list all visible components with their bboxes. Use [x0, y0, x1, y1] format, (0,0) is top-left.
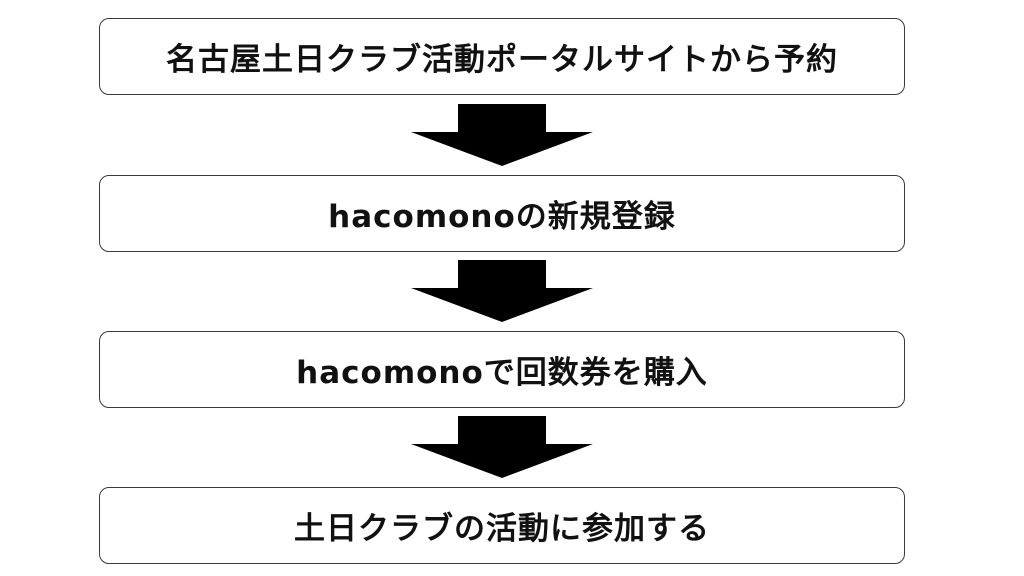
step-label: hacomonoの新規登録 [328, 199, 676, 235]
step-box-reserve: 名古屋土日クラブ活動ポータルサイトから予約 [99, 18, 905, 95]
down-arrow-icon [411, 104, 593, 166]
down-arrow-icon [411, 416, 593, 478]
step-label: hacomonoで回数券を購入 [296, 355, 708, 391]
step-label: 名古屋土日クラブ活動ポータルサイトから予約 [166, 42, 838, 78]
step-box-participate: 土日クラブの活動に参加する [99, 487, 905, 564]
step-box-purchase: hacomonoで回数券を購入 [99, 331, 905, 408]
step-label: 土日クラブの活動に参加する [294, 511, 710, 547]
down-arrow-icon [411, 260, 593, 322]
step-box-register: hacomonoの新規登録 [99, 175, 905, 252]
